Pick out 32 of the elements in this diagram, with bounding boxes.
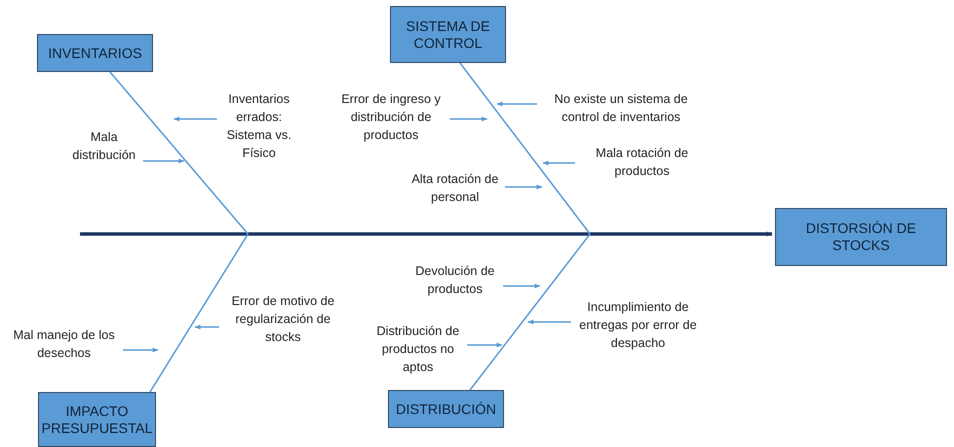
cause-text: No existe un sistema de control de inventarios	[540, 90, 702, 126]
category-box: INVENTARIOS	[37, 34, 153, 72]
cause-text: Inventarios errados: Sistema vs. Físico	[220, 90, 298, 162]
bone-line	[149, 234, 249, 392]
cause-text: Mala rotación de productos	[578, 144, 706, 180]
cause-text: Incumplimiento de entregas por error de despacho	[574, 298, 702, 352]
cause-text: Mala distribución	[68, 128, 140, 164]
bone-line	[469, 234, 591, 390]
arrow	[143, 158, 185, 164]
arrow	[496, 102, 537, 106]
cause-text: Error de motivo de regularización de stocks	[222, 292, 344, 346]
cause-text: Devolución de productos	[410, 262, 500, 298]
arrow	[505, 184, 543, 190]
arrow	[527, 320, 571, 324]
bone-line	[459, 62, 591, 234]
arrow	[503, 284, 541, 288]
category-box: DISTRIBUCIÓN	[388, 390, 504, 428]
arrow	[450, 116, 488, 122]
effect-box: DISTORSIÓN DE STOCKS	[775, 208, 947, 266]
cause-text: Error de ingreso y distribución de productos	[335, 90, 447, 144]
arrow	[194, 324, 219, 330]
cause-text: Alta rotación de personal	[408, 170, 502, 206]
arrow	[173, 116, 217, 122]
spine-arrow	[80, 232, 773, 236]
arrow	[467, 342, 503, 348]
category-box: SISTEMA DE CONTROL	[390, 6, 506, 63]
cause-text: Distribución de productos no aptos	[372, 322, 464, 376]
category-box: IMPACTO PRESUPUESTAL	[38, 392, 156, 447]
arrow	[123, 348, 159, 352]
arrow	[542, 160, 575, 166]
cause-text: Mal manejo de los desechos	[8, 326, 120, 362]
bone-line	[109, 72, 249, 234]
